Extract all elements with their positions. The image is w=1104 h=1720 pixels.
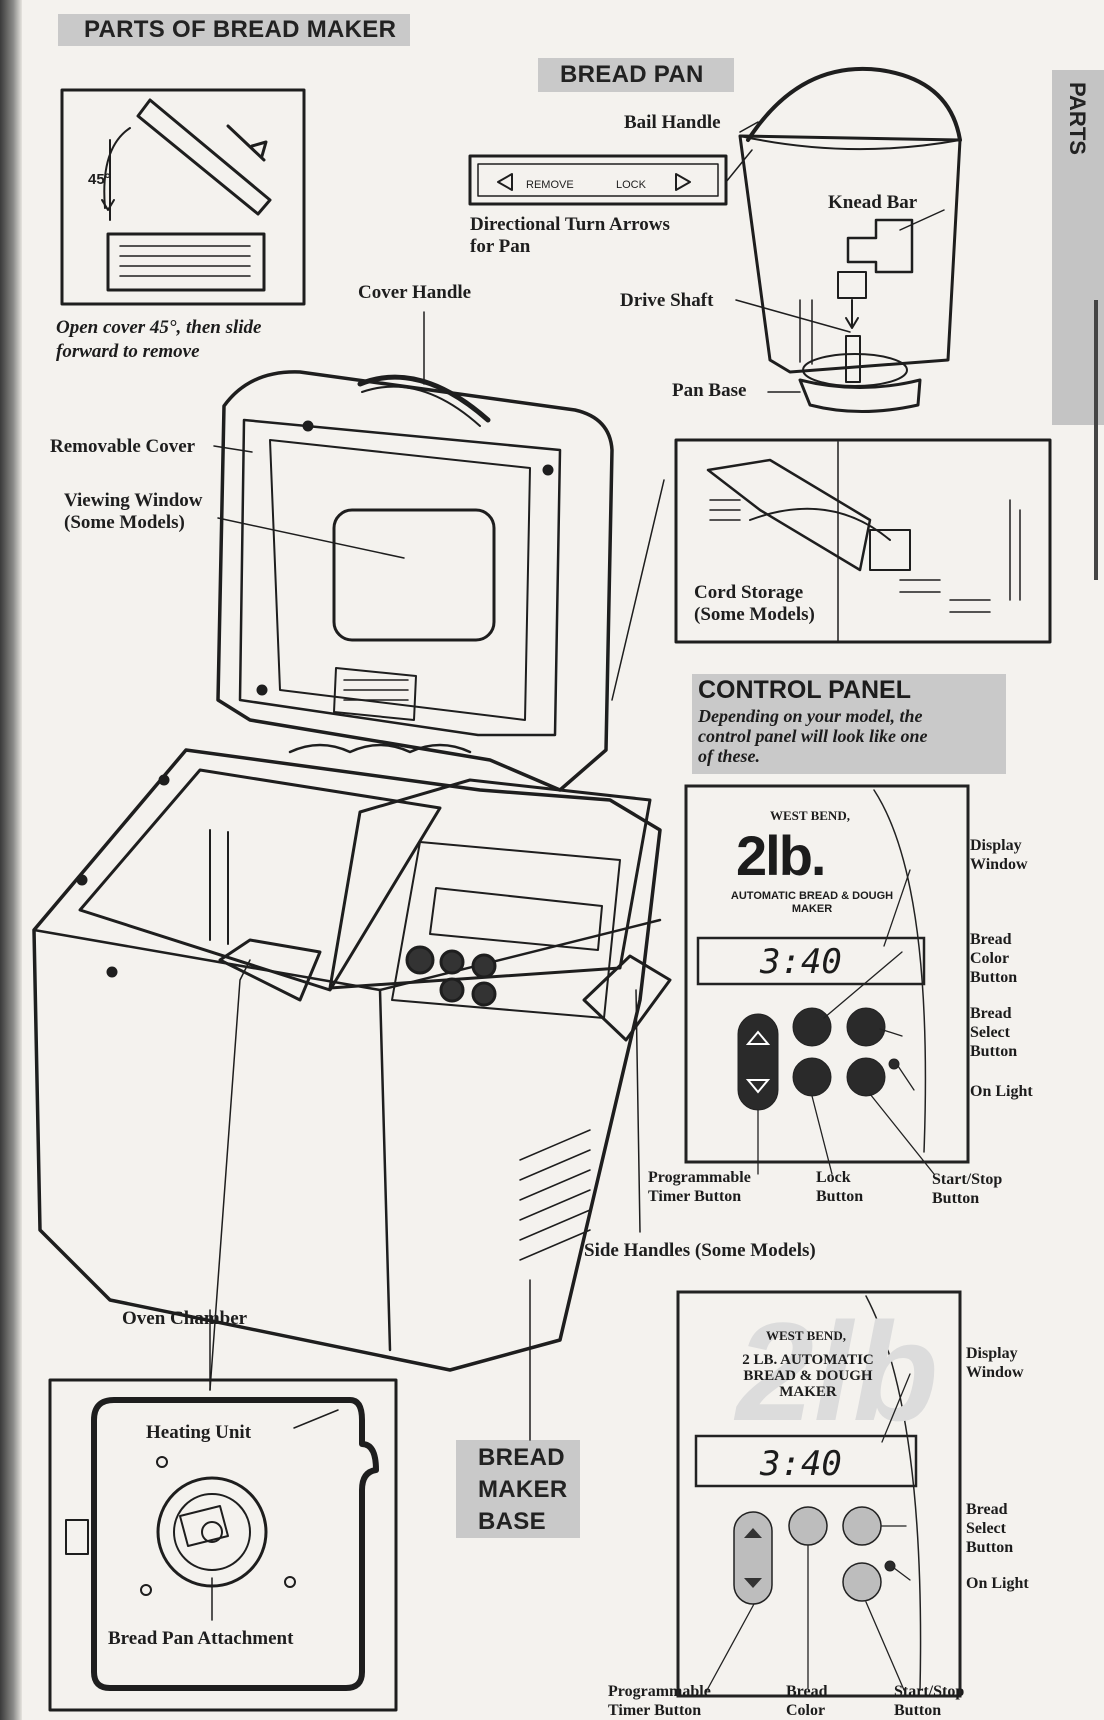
label-oven-chamber: Oven Chamber [122,1308,248,1329]
panel2-display: 3:40 [760,1444,842,1484]
side-rule [1094,300,1098,580]
control-panel-1 [684,784,970,1175]
control-panel-title: CONTROL PANEL [698,676,911,704]
panel2-brand: WEST BEND, [766,1328,846,1343]
side-tab-label: PARTS [1065,82,1090,155]
control-panel-2: 2lb [676,1290,962,1698]
svg-text:2lb: 2lb [733,1293,938,1450]
label-side-handles: Side Handles (Some Models) [584,1240,816,1261]
label-heating-unit: Heating Unit [146,1422,252,1443]
arrow-remove-text: REMOVE [526,179,574,191]
label-drive-shaft: Drive Shaft [620,290,714,311]
label-p2-on-light: On Light [966,1575,1029,1592]
control-panel-header [692,674,1006,774]
label-cord-storage: Cord Storage(Some Models) [694,582,815,625]
panel1-brand: WEST BEND, [770,808,850,823]
angle-label: 45° [88,171,111,188]
panel1-display: 3:40 [760,942,842,982]
label-p1-on-light: On Light [970,1083,1033,1100]
page-binding-shadow [0,0,22,1720]
label-bread-pan-attachment: Bread Pan Attachment [108,1628,294,1649]
label-viewing-window: Viewing Window(Some Models) [64,490,203,533]
label-cover-handle: Cover Handle [358,282,472,303]
panel1-logo: 2lb. [736,824,826,887]
bread-pan-header: BREAD PAN [538,58,734,92]
label-removable-cover: Removable Cover [50,436,196,457]
label-bail-handle: Bail Handle [624,112,721,133]
parts-header: PARTS OF BREAD MAKER [58,14,410,46]
arrow-lock-text: LOCK [616,179,647,191]
label-pan-base: Pan Base [672,380,747,401]
label-knead-bar: Knead Bar [828,192,918,213]
